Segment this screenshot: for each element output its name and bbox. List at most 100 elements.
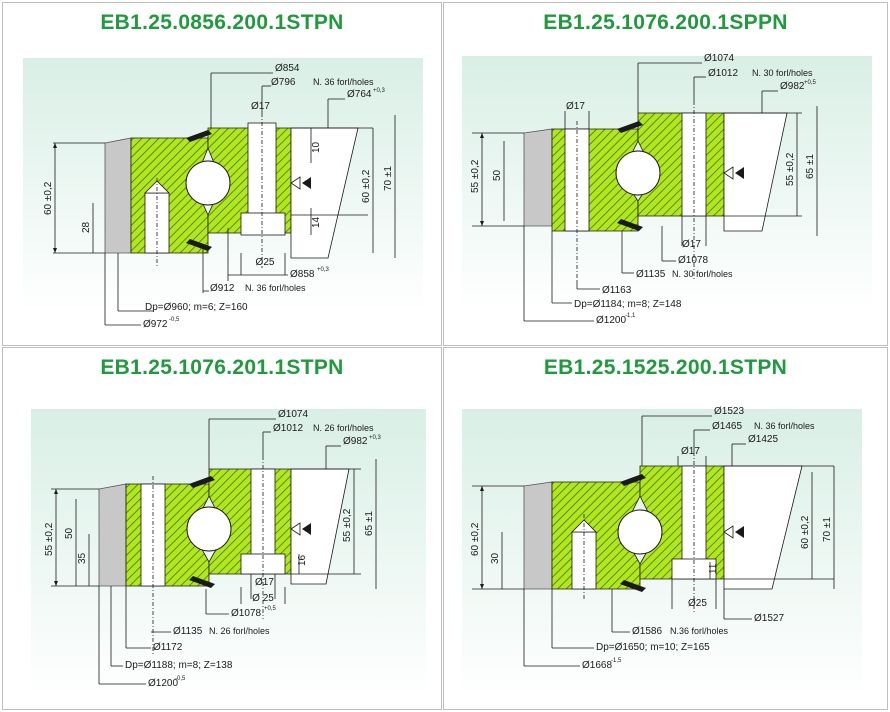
dimension-label: Ø1668 bbox=[582, 660, 612, 671]
grease-nipple-icon bbox=[290, 522, 301, 536]
dimension-label: N. 30 forl/holes bbox=[752, 68, 813, 78]
dimension-label: Ø854 bbox=[275, 63, 300, 74]
dimension-label: 50 bbox=[64, 527, 75, 539]
dimension-label: Ø796 bbox=[271, 77, 296, 88]
panel-title: EB1.25.1076.200.1SPPN bbox=[543, 11, 788, 34]
dimension-label: 65 ±1 bbox=[364, 511, 375, 536]
dimension-label: Ø982 bbox=[780, 81, 805, 92]
dimension-label: Ø1078 bbox=[678, 255, 708, 266]
ball-icon bbox=[617, 509, 663, 555]
dimension-label: Ø17 bbox=[255, 577, 274, 588]
seal-icon bbox=[620, 474, 646, 486]
dimension-label: Ø17 bbox=[251, 101, 270, 112]
arrow-head bbox=[480, 133, 484, 138]
arrow-head bbox=[54, 489, 58, 494]
dimension-label: Ø1012 bbox=[708, 68, 738, 79]
dimension-label: 70 ±1 bbox=[383, 166, 394, 191]
grease-nipple-icon bbox=[302, 177, 311, 189]
grease-nipple-icon bbox=[723, 525, 734, 539]
threaded-hole bbox=[140, 483, 166, 587]
dimension-label: Ø982 bbox=[343, 436, 368, 447]
panel-title: EB1.25.1076.201.1STPN bbox=[100, 356, 344, 379]
dimension-label: N. 26 forl/holes bbox=[209, 626, 270, 636]
arrow-head bbox=[480, 486, 484, 491]
ball-icon bbox=[185, 160, 231, 206]
tolerance-label: -0,5 bbox=[175, 676, 186, 682]
dimension-label: Ø1200 bbox=[148, 678, 178, 689]
dimension-label: Dp=Ø1188; m=8; Z=138 bbox=[125, 660, 233, 671]
gear-teeth bbox=[104, 137, 132, 254]
seal-icon bbox=[617, 219, 643, 231]
panel-title: EB1.25.0856.200.1STPN bbox=[100, 11, 344, 34]
dimension-label: Ø1523 bbox=[714, 406, 744, 417]
dimension-label: Dp=Ø1184; m=8; Z=148 bbox=[574, 299, 682, 310]
dimension-label: Ø1078 bbox=[231, 608, 261, 619]
seal-icon bbox=[620, 580, 646, 592]
dimension-label: Ø17 bbox=[566, 101, 585, 112]
dimension-label: Ø1163 bbox=[602, 285, 632, 296]
dimension-label: Ø1465 bbox=[712, 421, 742, 432]
dimension-label: N. 36 forl/holes bbox=[245, 283, 306, 293]
tolerance-label: +0,3 bbox=[317, 267, 330, 273]
arrow-head bbox=[480, 221, 484, 226]
dimension-label: 60 ±0,2 bbox=[43, 181, 54, 215]
dimension-label: 50 bbox=[492, 169, 503, 181]
grease-nipple-icon bbox=[735, 526, 744, 538]
dimension-label: Ø1135 bbox=[173, 626, 203, 637]
seal-icon bbox=[617, 121, 643, 133]
dimension-label: 14 bbox=[311, 216, 322, 228]
dimension-label: Ø1135 bbox=[636, 269, 666, 280]
grease-nipple-icon bbox=[723, 166, 734, 180]
dimension-label: N. 30 forl/holes bbox=[672, 269, 733, 279]
gear-teeth bbox=[523, 128, 553, 227]
dimension-label: Ø1200 bbox=[596, 315, 626, 326]
dimension-label: 10 bbox=[311, 141, 322, 153]
dimension-label: Ø912 bbox=[210, 283, 235, 294]
arrow-head bbox=[53, 143, 57, 148]
tolerance-label: +0,3 bbox=[373, 88, 386, 94]
dimension-label: Ø 25 bbox=[252, 593, 274, 604]
panel-title: EB1.25.1525.200.1STPN bbox=[543, 356, 788, 379]
tolerance-label: +0,5 bbox=[264, 606, 277, 612]
grease-nipple-icon bbox=[290, 176, 301, 190]
gear-teeth bbox=[523, 481, 553, 590]
dimension-label: N. 26 forl/holes bbox=[313, 423, 374, 433]
dimension-label: Dp=Ø960; m=6; Z=160 bbox=[145, 302, 248, 313]
seal-icon bbox=[189, 576, 215, 588]
grease-nipple-icon bbox=[302, 523, 311, 535]
dimension-label: 60 ±0,2 bbox=[470, 522, 481, 556]
dimension-label: Ø1074 bbox=[278, 409, 308, 420]
arrow-head bbox=[53, 248, 57, 253]
seal-icon bbox=[189, 476, 215, 488]
dimension-label: 70 ±1 bbox=[822, 517, 833, 542]
dimension-label: Ø1012 bbox=[273, 423, 303, 434]
arrow-head bbox=[54, 581, 58, 586]
through-hole bbox=[564, 128, 590, 232]
dimension-label: Ø25 bbox=[688, 598, 707, 609]
seal-icon bbox=[186, 130, 212, 142]
counterbore bbox=[240, 212, 286, 236]
tolerance-label: +0,5 bbox=[804, 80, 817, 86]
dimension-label: 28 bbox=[81, 221, 92, 233]
seal-icon bbox=[186, 239, 212, 251]
dimension-label: Ø17 bbox=[682, 239, 701, 250]
grease-nipple-icon bbox=[735, 167, 744, 179]
tolerance-label: -1,1 bbox=[625, 313, 636, 319]
dimension-label: 60 ±0,2 bbox=[361, 169, 372, 203]
dimension-label: Ø1527 bbox=[754, 613, 784, 624]
dimension-label: 30 bbox=[490, 552, 501, 564]
tolerance-label: -1,5 bbox=[611, 658, 622, 664]
dimension-label: 11 bbox=[708, 563, 719, 574]
tolerance-label: +0,3 bbox=[369, 435, 382, 441]
dimension-label: 55 ±0,2 bbox=[470, 159, 481, 193]
dimension-label: Ø972 bbox=[143, 319, 168, 330]
gear-teeth bbox=[98, 483, 127, 587]
